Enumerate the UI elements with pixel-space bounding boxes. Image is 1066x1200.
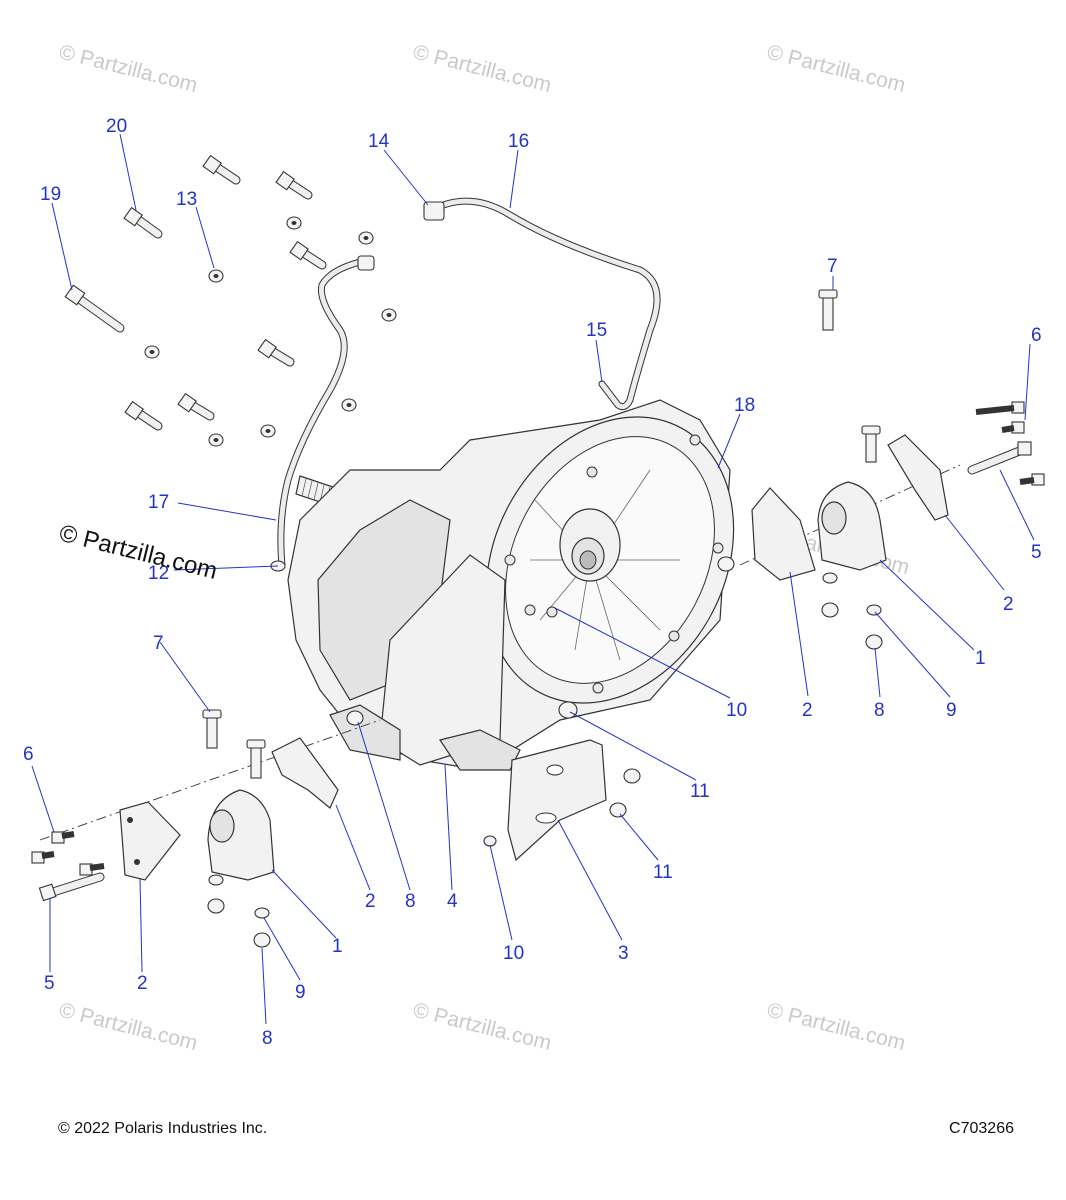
callout-8: 8 [405,891,416,912]
vent-hoses [270,197,661,572]
callout-5: 5 [44,973,55,994]
watermark: © Partzilla.com [765,999,908,1056]
left-mount-parts [31,709,381,948]
transmission-assembly [287,399,735,771]
callout-2: 2 [137,973,148,994]
washers [144,216,397,447]
watermark-overlay: © Partzilla.com [57,520,220,585]
callout-14: 14 [368,131,390,152]
callout-1: 1 [975,648,986,669]
bolt [202,154,241,185]
callout-2: 2 [802,700,813,721]
leader-lines [31,133,1035,1025]
bolt-20 [123,206,163,239]
loose-hardware [64,154,397,447]
callout-3: 3 [618,943,629,964]
callout-4: 4 [447,891,458,912]
callout-18: 18 [734,395,755,416]
lower-bracket [483,701,641,862]
watermark: © Partzilla.com [57,41,200,98]
bolt [289,240,327,270]
callout-2: 2 [1003,594,1014,615]
callout-19: 19 [40,184,61,205]
callout-9: 9 [946,700,957,721]
callout-9: 9 [295,982,306,1003]
callout-8: 8 [262,1028,273,1049]
callout-12: 12 [148,563,169,584]
callout-20: 20 [106,116,127,137]
callout-labels: 20 19 13 14 16 7 6 15 18 17 12 5 2 1 10 … [23,116,1042,1049]
callout-11: 11 [690,781,710,802]
callout-6: 6 [23,744,34,765]
callout-1: 1 [332,936,343,957]
callout-7: 7 [827,256,838,277]
watermark: © Partzilla.com [765,41,908,98]
callout-5: 5 [1031,542,1042,563]
callout-8: 8 [874,700,885,721]
callout-6: 6 [1031,325,1042,346]
callout-10: 10 [726,700,747,721]
watermark: © Partzilla.com [57,999,200,1056]
callout-16: 16 [508,131,529,152]
bolt [124,400,163,431]
vent-fitting-14 [423,201,445,221]
bolt-19 [64,284,125,333]
callout-10: 10 [503,943,524,964]
diagram-code: C703266 [949,1120,1014,1137]
copyright-notice: © 2022 Polaris Industries Inc. [58,1120,268,1137]
callout-7: 7 [153,633,164,654]
watermark: © Partzilla.com [411,41,554,98]
callout-15: 15 [586,320,607,341]
callout-11: 11 [653,862,673,883]
bolt [177,392,215,421]
callout-17: 17 [148,492,169,513]
callout-2: 2 [365,891,376,912]
watermark: © Partzilla.com [411,999,554,1056]
bolt [275,170,313,200]
bolt [257,338,295,367]
callout-13: 13 [176,189,197,210]
right-mount-parts [717,289,1045,650]
